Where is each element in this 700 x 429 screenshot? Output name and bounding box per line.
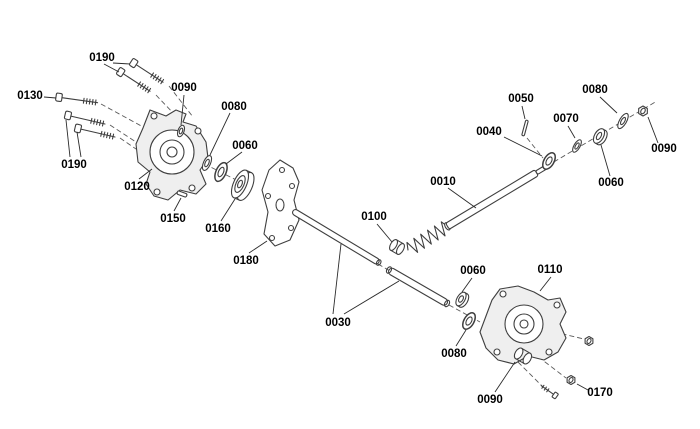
part-0190-bolt-top-2 — [129, 58, 165, 85]
part-label-0090-far-right: 0090 — [651, 143, 677, 155]
part-0090-nut-far-right — [638, 105, 648, 117]
part-0040-bearing — [542, 152, 556, 170]
part-label-0150: 0150 — [160, 213, 186, 225]
part-label-0080-bottom: 0080 — [441, 348, 467, 360]
leader-line — [503, 136, 543, 157]
part-0170-nut-2 — [566, 374, 576, 386]
part-0060-ring-center — [455, 291, 470, 308]
dashed-line — [155, 94, 175, 115]
dashed-line — [109, 124, 143, 147]
part-0180-cover-plate — [261, 159, 300, 247]
part-label-0180: 0180 — [233, 255, 259, 267]
part-0080-washer-left — [201, 155, 213, 171]
part-label-0010: 0010 — [430, 176, 456, 188]
part-0060-bearing-left — [214, 161, 228, 183]
leader-line — [539, 276, 552, 292]
part-0110-gearbox-housing — [479, 285, 567, 365]
part-0100-coupler — [389, 239, 405, 255]
leader-line — [180, 94, 185, 126]
part-label-0080-top-right: 0080 — [582, 84, 608, 96]
dashed-line — [517, 361, 544, 388]
part-label-0090-bottom: 0090 — [477, 394, 503, 406]
dashed-line — [100, 103, 146, 129]
part-labels: 0190 0130 0090 0190 0080 0060 0120 0150 … — [17, 52, 677, 406]
leader-line — [455, 329, 467, 347]
part-0060-ring-right — [592, 128, 608, 146]
leader-line — [343, 280, 400, 315]
part-0170-screw — [540, 384, 559, 400]
part-0120-gearbox-housing — [135, 109, 209, 201]
part-label-0090-left: 0090 — [171, 82, 197, 94]
part-label-0100: 0100 — [361, 211, 387, 223]
leader-line — [103, 63, 120, 73]
part-label-0060-right: 0060 — [598, 177, 624, 189]
leader-line — [43, 96, 57, 99]
part-label-0160: 0160 — [205, 223, 231, 235]
part-0030-shaft-lower — [385, 266, 451, 308]
leader-line — [138, 168, 153, 180]
part-0190-bolt-lower-1 — [63, 110, 106, 127]
part-0090-bushing-bottom — [513, 347, 533, 365]
part-label-0030: 0030 — [325, 317, 351, 329]
leader-line — [461, 277, 473, 293]
leader-line — [494, 361, 516, 393]
leader-line — [248, 240, 268, 254]
part-0050-roll-pin — [521, 119, 529, 137]
part-0080-bearing-bottom — [462, 312, 476, 330]
leader-line — [209, 112, 231, 156]
part-0090-washer-left — [176, 124, 186, 138]
leader-lines — [43, 62, 659, 393]
part-label-0170: 0170 — [587, 387, 613, 399]
part-label-0190-lower: 0190 — [61, 159, 87, 171]
dashed-line — [531, 351, 567, 379]
part-label-0060-center: 0060 — [460, 265, 486, 277]
part-0010-worm-shaft — [406, 164, 549, 253]
part-0080-washer-top-right — [617, 112, 629, 130]
leader-line — [65, 119, 71, 158]
leader-line — [173, 197, 182, 212]
part-0150-key — [176, 190, 188, 198]
leader-line — [576, 383, 589, 391]
leader-line — [225, 151, 243, 165]
part-label-0040: 0040 — [476, 126, 502, 138]
part-label-0080-left: 0080 — [221, 101, 247, 113]
part-label-0110: 0110 — [538, 264, 563, 276]
part-0170-nut-1 — [584, 335, 594, 347]
part-label-0050: 0050 — [508, 93, 534, 105]
part-0130-bolt — [55, 92, 99, 106]
leader-line — [112, 62, 131, 65]
dashed-line — [377, 263, 391, 272]
leader-line — [220, 198, 236, 222]
leader-line — [521, 105, 526, 120]
leader-line — [600, 144, 611, 177]
leader-line — [332, 243, 342, 315]
dashed-line — [448, 304, 481, 323]
part-0190-bolt-top-1 — [116, 67, 152, 94]
part-label-0120: 0120 — [124, 181, 150, 193]
leader-line — [76, 131, 82, 158]
dashed-line — [168, 85, 194, 118]
part-label-0060-left: 0060 — [232, 140, 258, 152]
part-label-0070: 0070 — [553, 113, 579, 125]
part-0190-bolt-lower-2 — [73, 123, 116, 140]
part-0030-shaft-upper — [292, 208, 382, 266]
leader-line — [647, 116, 659, 144]
part-label-0190-top: 0190 — [89, 52, 115, 64]
part-label-0130: 0130 — [17, 90, 43, 102]
part-0160-pulley — [230, 169, 255, 201]
leader-line — [447, 187, 477, 209]
leader-line — [376, 223, 393, 243]
leader-line — [599, 96, 618, 114]
leader-line — [567, 125, 576, 139]
part-0070-washer — [572, 139, 582, 153]
dashed-line — [526, 137, 544, 159]
